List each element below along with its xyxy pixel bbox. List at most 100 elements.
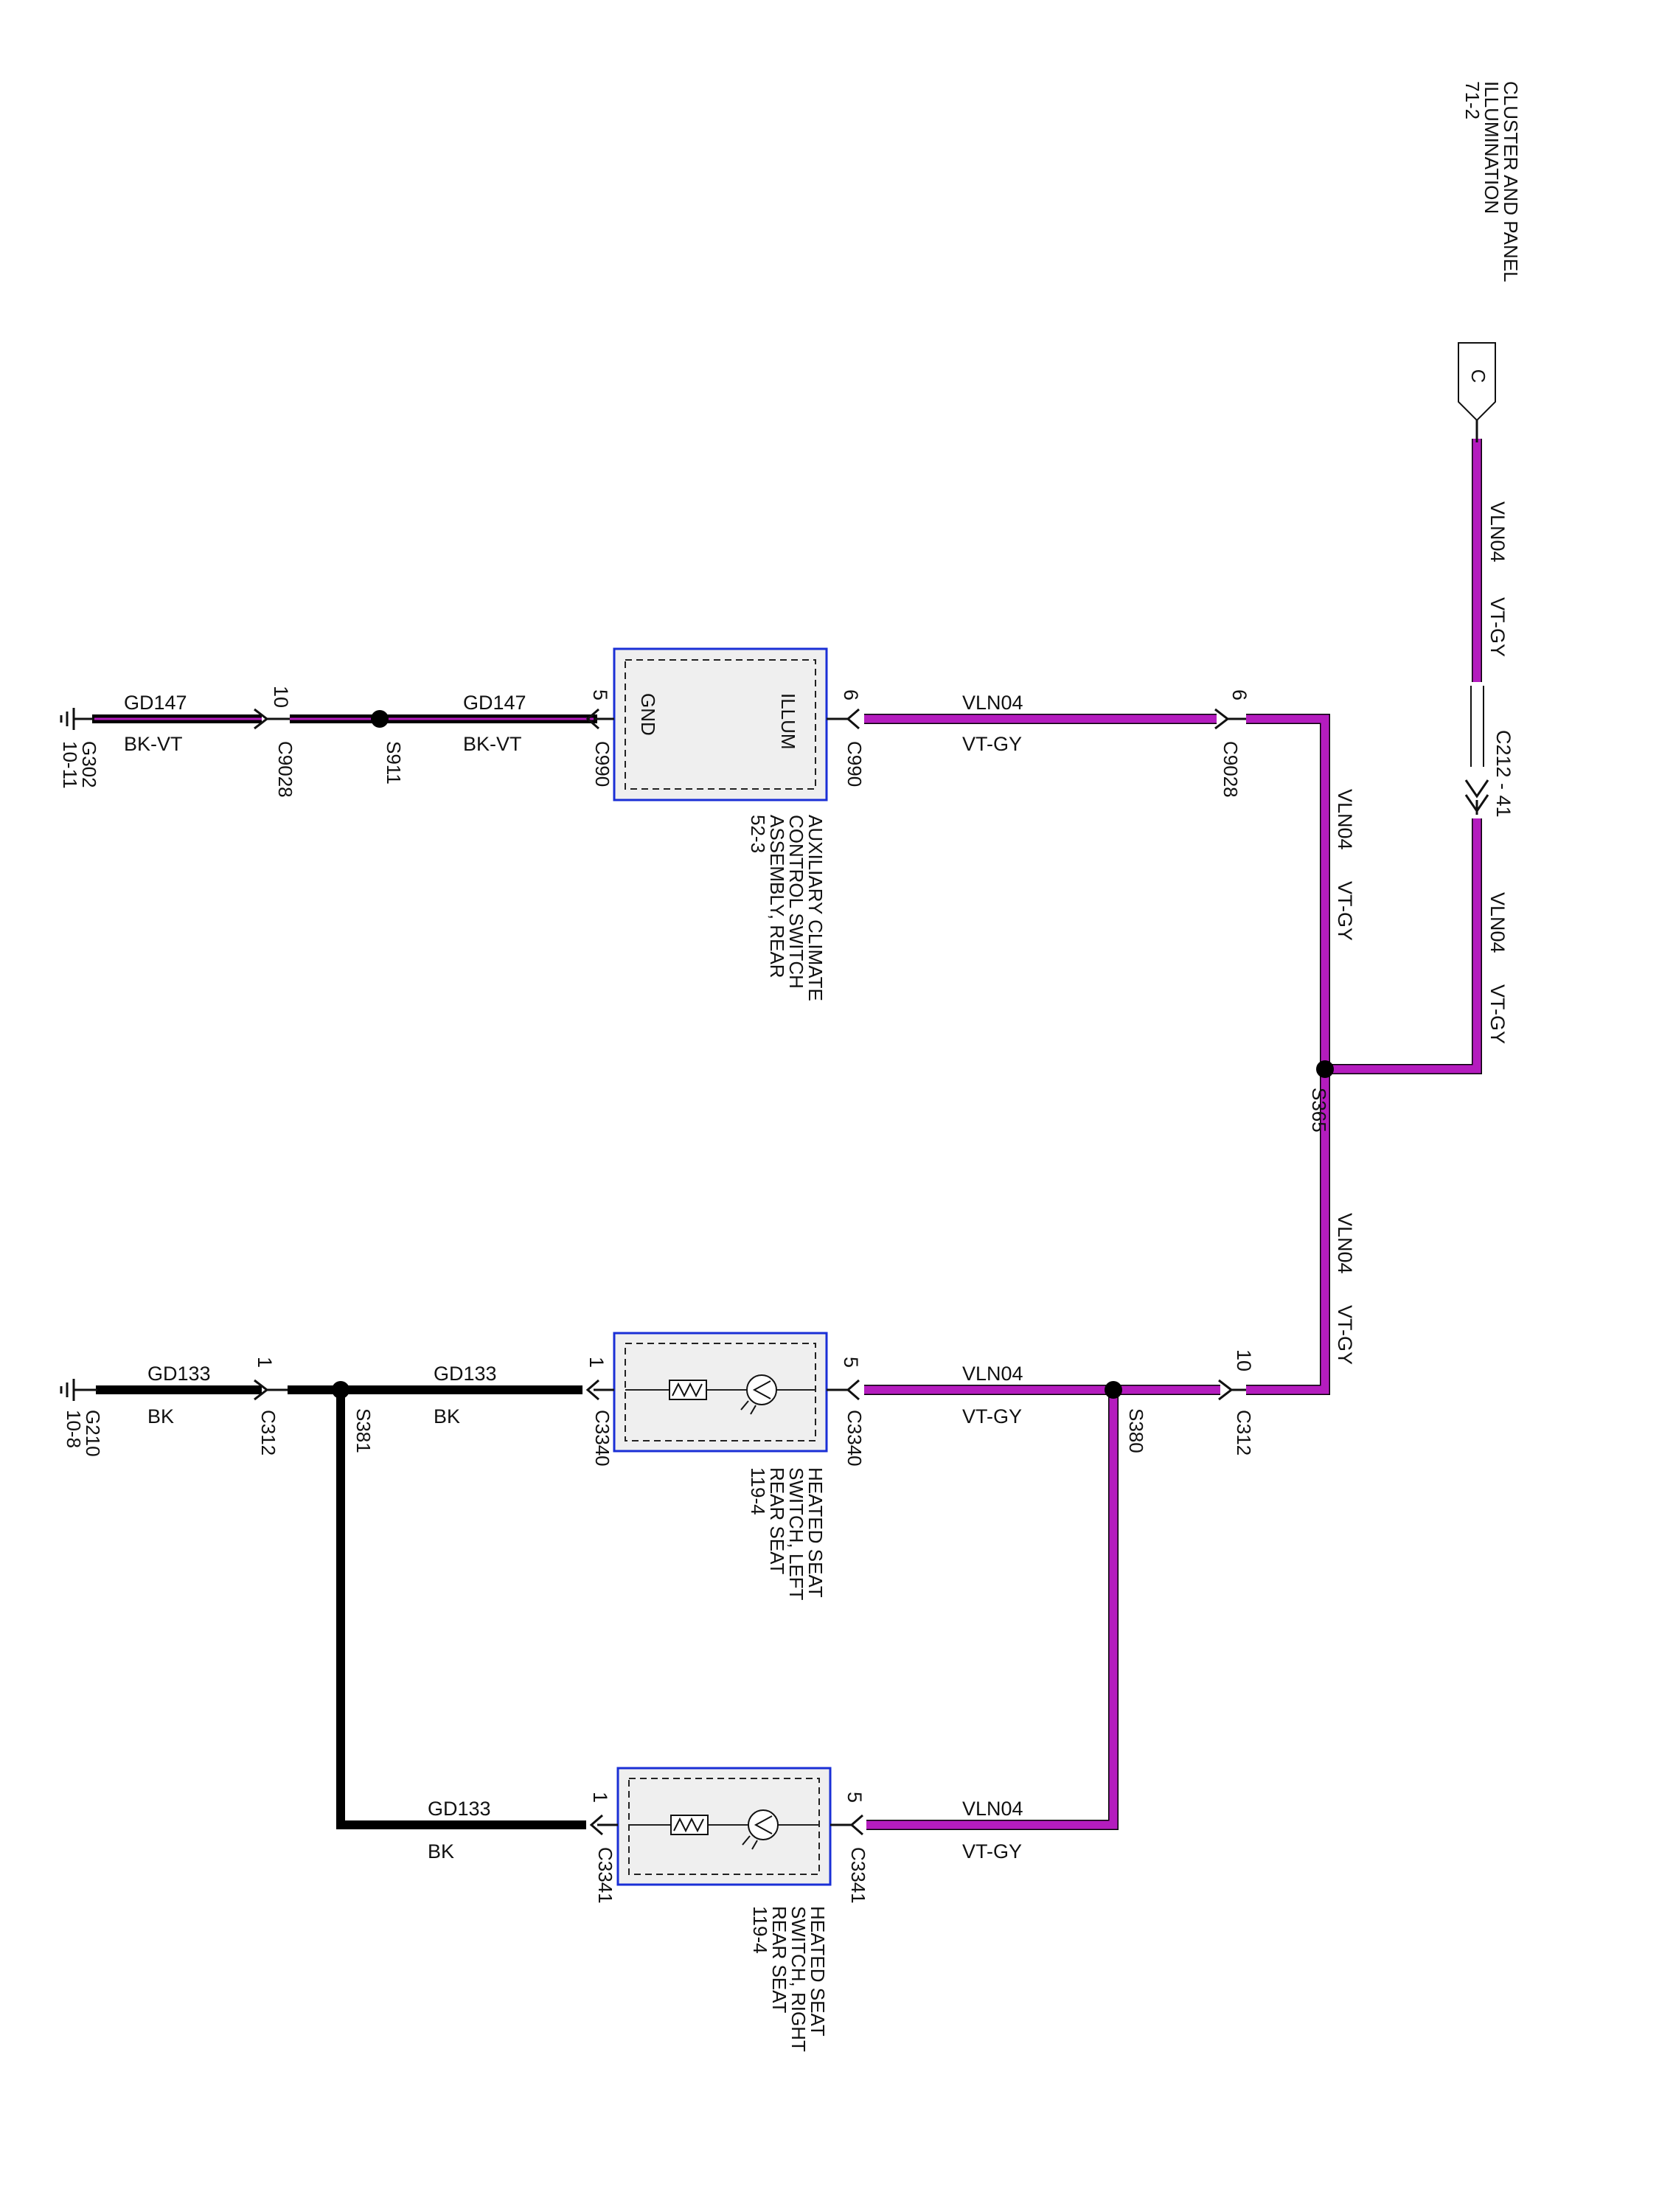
wire-label-gd147-b: GD147 (124, 692, 187, 714)
splice-label-s380: S380 (1125, 1408, 1147, 1453)
connector-c3341-illum[interactable]: 5 C3341 (830, 1792, 869, 1904)
wire-label-bk-a: BK (434, 1405, 460, 1427)
ground-ref-g210: 10-8 (63, 1410, 85, 1448)
wire-label-vtgy-top: VT-GY (1486, 597, 1509, 657)
connector-label-c312-bottom: C312 (257, 1410, 279, 1455)
connector-label-c3341-bottom: C3341 (594, 1847, 616, 1904)
wire-label-gd133-c: GD133 (428, 1798, 491, 1820)
offpage-title-3: 71-2 (1461, 81, 1484, 119)
indicator-lamp-icon-left (740, 1374, 777, 1415)
pin-label-c3340-5: 5 (840, 1357, 862, 1368)
wire-label-bk-b: BK (147, 1405, 174, 1427)
aux-name-2: CONTROL SWITCH (785, 815, 807, 989)
wire-label-vln04-row3: VLN04 (962, 1798, 1023, 1820)
ground-label-g210: G210 (82, 1410, 104, 1457)
connector-c212[interactable]: C212 - 41 (1460, 682, 1514, 818)
connector-c312-gd133[interactable]: 1 C312 (254, 1357, 288, 1455)
connector-label-c3340-bottom: C3340 (591, 1410, 613, 1467)
connector-label-c3341-top: C3341 (847, 1847, 869, 1904)
component-heated-seat-switch-left[interactable]: HEATED SEAT SWITCH, LEFT REAR SEAT 119-4 (613, 1332, 828, 1601)
offpage-title-1: CLUSTER AND PANEL (1500, 81, 1522, 282)
pin-label-c312-10: 10 (1233, 1349, 1255, 1371)
wire-label-vtgy-row1: VT-GY (962, 733, 1022, 755)
heated-right-name-2: SWITCH, RIGHT (787, 1906, 810, 2052)
wire-label-vln04-row2: VLN04 (962, 1363, 1023, 1385)
connector-label-c212: C212 - 41 (1492, 730, 1514, 818)
splice-label-s911: S911 (383, 741, 405, 785)
offpage-connector-letter: C (1467, 369, 1489, 383)
heated-left-name-2: SWITCH, LEFT (785, 1467, 807, 1601)
wires-black (92, 714, 597, 1829)
wire-label-vtgy-riser-upper: VT-GY (1334, 881, 1356, 941)
connector-label-c9028-bottom: C9028 (274, 741, 296, 798)
wire-label-gd147-a: GD147 (463, 692, 526, 714)
splice-label-s365: S365 (1308, 1088, 1330, 1133)
heated-right-name-3: REAR SEAT (768, 1906, 790, 2014)
pin-label-c9028-10: 10 (270, 686, 292, 708)
wire-label-vtgy-row2: VT-GY (962, 1405, 1022, 1427)
splice-s911[interactable] (371, 710, 389, 728)
aux-name-1: AUXILIARY CLIMATE (804, 815, 827, 1001)
connector-c3340-gnd[interactable]: 1 C3340 (585, 1357, 614, 1467)
connector-c3340-illum[interactable]: 5 C3340 (827, 1357, 866, 1467)
component-aux-climate-control[interactable]: ILLUM GND AUXILIARY CLIMATE CONTROL SWIT… (613, 647, 828, 1001)
pin-label-c990-6: 6 (840, 689, 862, 700)
connector-label-c990-top: C990 (844, 741, 866, 787)
wire-label-vtgy-riser-lower: VT-GY (1334, 1305, 1356, 1365)
pin-label-c3340-1: 1 (585, 1357, 608, 1368)
connector-label-c3340-top: C3340 (844, 1410, 866, 1467)
offpage-connector-shape[interactable] (1458, 342, 1496, 422)
wire-label-gd133-a: GD133 (434, 1363, 497, 1385)
connector-c312-vln04[interactable]: 10 C312 (1218, 1349, 1255, 1455)
pin-label-c990-5: 5 (589, 689, 611, 700)
wire-label-vln04-row1: VLN04 (962, 692, 1023, 714)
splice-label-s381: S381 (352, 1408, 375, 1453)
ground-g210[interactable]: G210 10-8 (60, 1379, 104, 1457)
ground-g302[interactable]: G302 10-11 (59, 708, 100, 789)
ground-ref-g302: 10-11 (59, 741, 81, 789)
aux-gnd-label: GND (637, 693, 659, 736)
connector-label-c9028-top: C9028 (1220, 741, 1242, 798)
heated-left-name-3: REAR SEAT (766, 1467, 788, 1575)
splice-s380[interactable] (1105, 1381, 1122, 1399)
wire-label-vln04-top: VLN04 (1486, 501, 1509, 563)
wire-vln04-offpage[interactable] (1325, 439, 1481, 1074)
pin-label-c9028-6: 6 (1228, 689, 1251, 700)
heated-right-name-1: HEATED SEAT (807, 1906, 829, 2037)
wire-label-vtgy-row3: VT-GY (962, 1840, 1022, 1863)
wire-label-bk-c: BK (428, 1840, 454, 1863)
aux-name-3: ASSEMBLY, REAR (766, 815, 788, 978)
connector-c990-illum[interactable]: 6 C990 (827, 689, 866, 787)
wires-violet (864, 439, 1482, 1830)
connector-c990-gnd[interactable]: 5 C990 (585, 689, 614, 787)
wire-label-bkvt-a: BK-VT (463, 733, 522, 755)
connector-c9028-vln04[interactable]: 6 C9028 (1214, 689, 1251, 798)
wire-gd133-c3341[interactable] (336, 1390, 586, 1829)
indicator-lamp-icon-right (742, 1809, 779, 1850)
wire-label-vln04-riser-lower: VLN04 (1334, 1213, 1356, 1274)
heated-left-name-1: HEATED SEAT (804, 1467, 827, 1598)
pin-label-c3341-1: 1 (589, 1792, 611, 1803)
wire-vln04-c3341[interactable] (866, 1390, 1118, 1829)
heated-right-name-4: 119-4 (749, 1906, 771, 1954)
wire-label-vln04-riser-upper: VLN04 (1334, 789, 1356, 850)
offpage-connector[interactable]: C (1458, 342, 1496, 442)
wire-label-vln04-branch: VLN04 (1486, 892, 1509, 953)
ground-label-g302: G302 (78, 741, 100, 788)
aux-illum-label: ILLUM (777, 693, 799, 750)
splice-s365[interactable] (1316, 1060, 1334, 1078)
wire-vln04-c9028[interactable] (1246, 714, 1329, 1069)
aux-name-4: 52-3 (747, 815, 769, 853)
heated-left-name-4: 119-4 (747, 1467, 769, 1515)
offpage-title-2: ILLUMINATION (1481, 81, 1503, 214)
wire-label-vtgy-branch: VT-GY (1486, 984, 1509, 1044)
connector-c9028-gd147[interactable]: 10 C9028 (254, 686, 296, 798)
wire-label-gd133-b: GD133 (147, 1363, 211, 1385)
component-heated-seat-switch-right[interactable]: HEATED SEAT SWITCH, RIGHT REAR SEAT 119-… (616, 1767, 832, 2052)
connector-c3341-gnd[interactable]: 1 C3341 (589, 1792, 618, 1904)
wire-vln04-c312[interactable] (1246, 1069, 1329, 1394)
splice-s381[interactable] (332, 1381, 349, 1399)
connector-label-c990-bottom: C990 (591, 741, 613, 787)
pin-label-c3341-5: 5 (844, 1792, 866, 1803)
